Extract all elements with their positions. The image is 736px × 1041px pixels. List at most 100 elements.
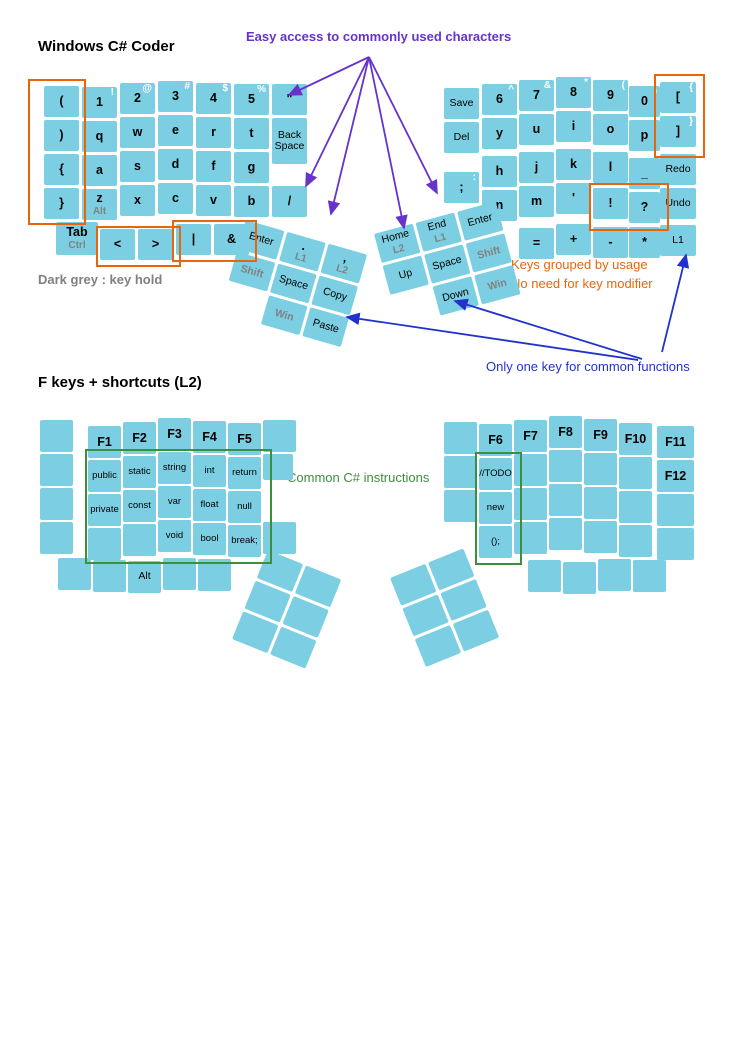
key-3: 3# [158, 81, 193, 112]
key-s: s [120, 151, 155, 182]
key-null: null [228, 491, 261, 523]
annotation-no-modifier: No need for key modifier [511, 276, 653, 291]
key-double-quote: " [272, 84, 307, 115]
key-down: Down [432, 276, 480, 316]
key-public: public [88, 460, 121, 492]
key-2: 2@ [120, 83, 155, 114]
annotation-easy-access: Easy access to commonly used characters [246, 29, 512, 44]
key-k: k [556, 149, 591, 180]
key-blank [619, 525, 652, 557]
key-b: b [234, 186, 269, 217]
annotation-one-key: Only one key for common functions [486, 359, 690, 374]
key-p: p [629, 120, 660, 151]
key-bool: bool [193, 523, 226, 555]
key-blank [514, 522, 547, 554]
arrow-purple [305, 56, 370, 188]
key-blank [528, 560, 561, 592]
key-w: w [120, 117, 155, 148]
key-asterisk: * [629, 227, 660, 258]
key-private: private [88, 494, 121, 526]
key-f10: F10 [619, 423, 652, 455]
key-f11: F11 [657, 426, 694, 458]
annotation-grouped-by-usage: Keys grouped by usage [511, 257, 648, 272]
key-underscore: _ [629, 158, 660, 189]
key-blank [198, 559, 231, 591]
key-blank [444, 490, 477, 522]
key-blank [657, 528, 694, 560]
key-blank [619, 491, 652, 523]
key-blank [93, 560, 126, 592]
key-blank [263, 454, 293, 480]
annotation-csharp-instructions: Common C# instructions [287, 470, 430, 485]
key-del: Del [444, 122, 479, 153]
key-f4: F4 [193, 421, 226, 453]
key-new: new [479, 492, 512, 524]
key-f8: F8 [549, 416, 582, 448]
key-blank [584, 521, 617, 553]
key-blank [619, 457, 652, 489]
key-up: Up [382, 255, 429, 295]
key-i: i [556, 111, 591, 142]
key-undo: Undo [660, 188, 696, 219]
key-blank [123, 524, 156, 556]
arrow-purple [327, 56, 370, 216]
key-less-than: < [100, 229, 135, 260]
key-blank [40, 420, 73, 452]
key-blank [549, 518, 582, 550]
key-blank [657, 494, 694, 526]
key-blank [444, 456, 477, 488]
key-blank [263, 522, 296, 554]
key-j: j [519, 152, 554, 183]
key-greater-than: > [138, 229, 173, 260]
key-semicolon: ;: [444, 172, 479, 203]
key-r: r [196, 117, 231, 148]
key-f5: F5 [228, 423, 261, 455]
key-blank [40, 522, 73, 554]
key-blank [584, 487, 617, 519]
key-blank [584, 453, 617, 485]
key-close-paren: ) [44, 120, 79, 151]
key-blank [40, 488, 73, 520]
key-7: 7& [519, 80, 554, 111]
key-open-paren: ( [44, 86, 79, 117]
key-string: string [158, 452, 191, 484]
key-5: 5% [234, 84, 269, 115]
key-call-parens: (); [479, 526, 512, 558]
key-y: y [482, 118, 517, 149]
key-blank [549, 450, 582, 482]
key-e: e [158, 115, 193, 146]
key-var: var [158, 486, 191, 518]
key-l1: L1 [660, 225, 696, 256]
key-blank: ]} [660, 116, 696, 147]
key-f3: F3 [158, 418, 191, 450]
layer1-title: Windows C# Coder [38, 38, 175, 55]
layer2-title: F keys + shortcuts (L2) [38, 374, 202, 391]
key-int: int [193, 455, 226, 487]
key-u: u [519, 114, 554, 145]
arrow-blue [661, 253, 690, 353]
annotation-key-hold-legend: Dark grey : key hold [38, 272, 163, 287]
arrow-purple [368, 56, 438, 195]
key-g: g [234, 152, 269, 183]
key-pipe: | [176, 224, 211, 255]
key-blank [88, 528, 121, 560]
key-blank [514, 488, 547, 520]
key-blank [598, 559, 631, 591]
key-exclamation: ! [593, 188, 628, 219]
key-f9: F9 [584, 419, 617, 451]
key-f2: F2 [123, 422, 156, 454]
key-4: 4$ [196, 83, 231, 114]
key-static: static [123, 456, 156, 488]
key-c: c [158, 183, 193, 214]
key-todo: //TODO [479, 458, 512, 490]
key-return: return [228, 457, 261, 489]
key-close-brace: } [44, 188, 79, 219]
key-blank [514, 454, 547, 486]
key-f7: F7 [514, 420, 547, 452]
key-x: x [120, 185, 155, 216]
key-6: 6^ [482, 84, 517, 115]
key-f6: F6 [479, 424, 512, 456]
key-plus: + [556, 224, 591, 255]
